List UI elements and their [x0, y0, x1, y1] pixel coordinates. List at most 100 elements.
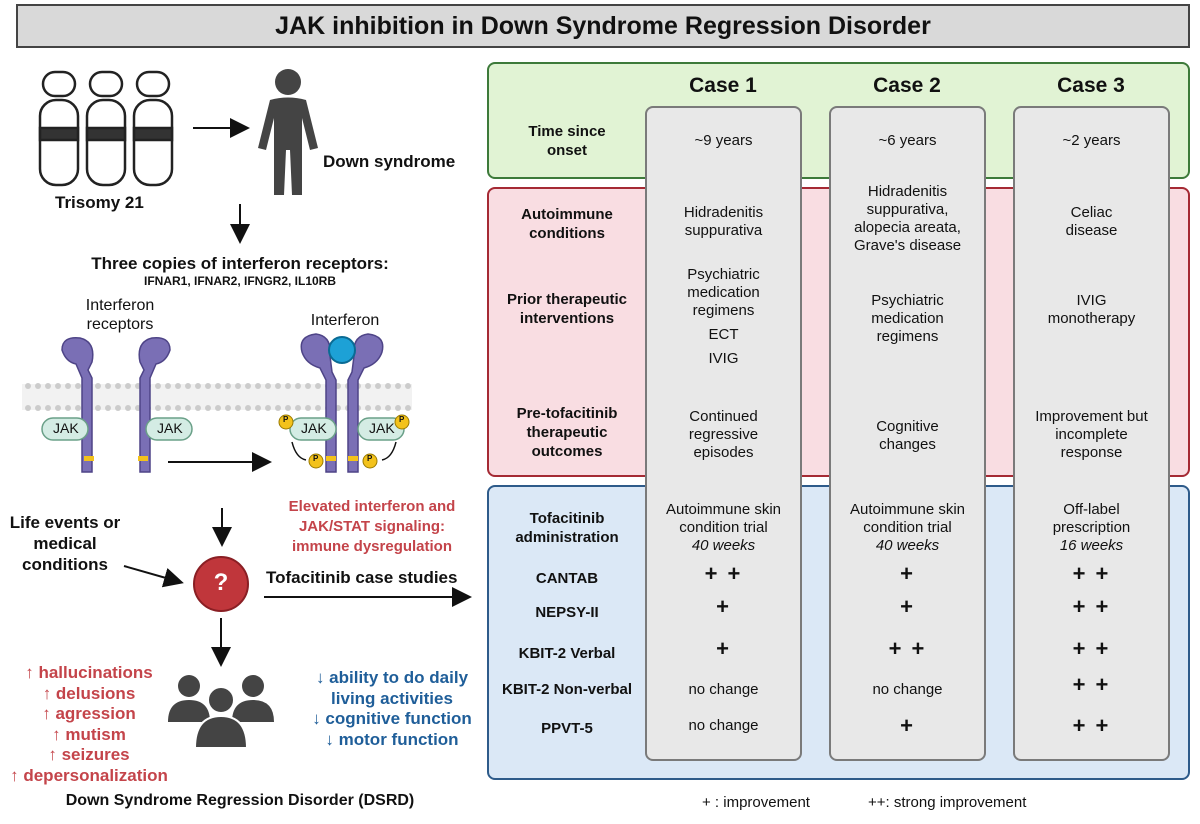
phosphate-label: P: [313, 454, 319, 463]
row-label-cantab: CANTAB: [535, 570, 599, 587]
row-label-pretofa: Pre-tofacitinib therapeutic outcomes: [492, 404, 642, 461]
symptom-item: ↑ mutism: [52, 724, 126, 744]
cell-line: episodes: [693, 444, 754, 461]
cell-cantab-case2: +: [900, 561, 915, 586]
cell-line: regimens: [876, 328, 939, 345]
symptoms-increase-list: ↑ hallucinations ↑ delusions ↑ agression…: [4, 663, 174, 786]
cell-kbit-verbal-case3: + +: [1072, 636, 1111, 661]
cell-line: Psychiatric: [687, 266, 760, 283]
phosphate-label: P: [283, 415, 289, 424]
interferon-receptor-left: [61, 337, 171, 473]
row-label-nepsy: NEPSY-II: [535, 604, 599, 621]
cell-line: ECT: [708, 326, 739, 343]
cell-line: Autoimmune skin: [665, 501, 782, 518]
jak-label: JAK: [301, 420, 327, 436]
interferon-receptors-label-line: Interferon: [85, 297, 155, 314]
jak-box: [41, 417, 193, 441]
cell-tofa-admin-case2: Autoimmune skin condition trial 40 weeks: [829, 501, 986, 555]
dsrd-label: Down Syndrome Regression Disorder (DSRD): [65, 792, 415, 809]
cell-line: alopecia areata,: [854, 219, 961, 236]
symptom-item: ↑ delusions: [42, 683, 136, 703]
page-title: JAK inhibition in Down Syndrome Regressi…: [16, 4, 1190, 48]
phosphate-label: P: [399, 415, 405, 424]
cell-line: 16 weeks: [1059, 537, 1124, 554]
cell-line: incomplete: [1055, 426, 1128, 443]
cell-tofa-admin-case1: Autoimmune skin condition trial 40 weeks: [645, 501, 802, 555]
row-label-line: Autoimmune: [521, 206, 613, 223]
cell-prior-case1: Psychiatric medication regimens ECT IVIG: [645, 266, 802, 368]
cell-line: prescription: [1052, 519, 1131, 536]
cell-kbit-verbal-case1: +: [716, 636, 731, 661]
row-label-line: Tofacitinib: [529, 510, 605, 527]
case-1-header: Case 1: [689, 74, 757, 97]
receptor-list-label: IFNAR1, IFNAR2, IFNGR2, IL10RB: [143, 274, 337, 288]
cell-time-case3: ~2 years: [1062, 132, 1121, 149]
row-label-ppvt: PPVT-5: [541, 720, 593, 737]
cell-line: 40 weeks: [691, 537, 756, 554]
row-label-line: outcomes: [531, 443, 603, 460]
symptom-item: ↑ hallucinations: [25, 663, 153, 682]
question-circle-icon: [193, 556, 249, 612]
row-label-line: therapeutic: [526, 424, 608, 441]
phosphate-label: P: [367, 454, 373, 463]
jak-label: JAK: [369, 420, 395, 436]
jak-box: [289, 417, 405, 441]
cell-line: suppurativa: [684, 222, 763, 239]
cell-line: regressive: [688, 426, 759, 443]
cell-pretofa-case2: Cognitive changes: [829, 418, 986, 454]
life-events-line: medical: [33, 534, 97, 553]
life-events-text: Life events or medical conditions: [0, 512, 130, 575]
row-label-kbit-nonverbal: KBIT-2 Non-verbal: [501, 681, 633, 698]
cell-kbit-nonverbal-case1: no change: [688, 681, 759, 698]
case-2-column: [829, 106, 986, 761]
row-label-tofa-admin: Tofacitinib administration: [492, 509, 642, 547]
case-3-header: Case 3: [1057, 74, 1125, 97]
row-label-line: Prior therapeutic: [506, 291, 628, 308]
phosphate-icon: [278, 414, 410, 469]
cell-line: Continued: [689, 408, 758, 425]
cell-line: response: [1060, 444, 1123, 461]
three-copies-label: Three copies of interferon receptors:: [91, 254, 389, 273]
cell-line: Off-label: [1063, 501, 1120, 518]
life-events-line: Life events or: [9, 513, 121, 532]
symptom-item: ↓ cognitive function: [312, 709, 472, 728]
elevated-line: immune dysregulation: [291, 538, 453, 555]
cell-tofa-admin-case3: Off-label prescription 16 weeks: [1013, 501, 1170, 555]
cell-line: medication: [687, 284, 760, 301]
jak-label: JAK: [53, 420, 79, 436]
cell-ppvt-case1: no change: [688, 717, 759, 734]
down-syndrome-label: Down syndrome: [323, 152, 456, 171]
cell-line: Improvement but: [1035, 408, 1148, 425]
symptom-item: ↑ seizures: [48, 745, 130, 764]
symptom-item: ↓ ability to do daily: [315, 668, 469, 687]
case-2-header: Case 2: [873, 74, 941, 97]
cell-cantab-case1: + +: [704, 561, 743, 586]
row-label-line: onset: [546, 142, 587, 159]
question-mark: ?: [213, 569, 229, 596]
elevated-signaling-text: Elevated interferon and JAK/STAT signali…: [272, 497, 472, 557]
cell-line: changes: [879, 436, 936, 453]
symptom-item: ↓ motor function: [325, 729, 459, 749]
cell-line: IVIG: [708, 350, 739, 367]
row-label-line: conditions: [529, 225, 605, 242]
symptoms-decrease-list: ↓ ability to do daily living activities …: [300, 668, 484, 750]
legend-strong-improvement: ++: strong improvement: [868, 794, 1027, 811]
case-1-column: [645, 106, 802, 761]
cell-line: disease: [1065, 222, 1118, 239]
row-label-line: Time since: [528, 123, 606, 140]
cell-line: Psychiatric: [871, 292, 944, 309]
cell-prior-case2: Psychiatric medication regimens: [829, 292, 986, 346]
cell-nepsy-case1: +: [716, 594, 731, 619]
person-icon: [258, 69, 318, 195]
cell-prior-case3: IVIG monotherapy: [1013, 292, 1170, 328]
symptom-item: ↑ depersonalization: [10, 765, 168, 785]
cell-line: Grave's disease: [853, 237, 962, 254]
interferon-receptors-label-line: receptors: [86, 316, 154, 333]
symptom-item: living activities: [331, 688, 453, 708]
cell-kbit-nonverbal-case2: no change: [872, 681, 943, 698]
cell-time-case2: ~6 years: [878, 132, 937, 149]
cell-line: Hidradenitis: [867, 183, 948, 200]
jak-label: JAK: [157, 420, 183, 436]
life-events-line: conditions: [22, 555, 108, 574]
row-label-line: administration: [515, 529, 619, 546]
